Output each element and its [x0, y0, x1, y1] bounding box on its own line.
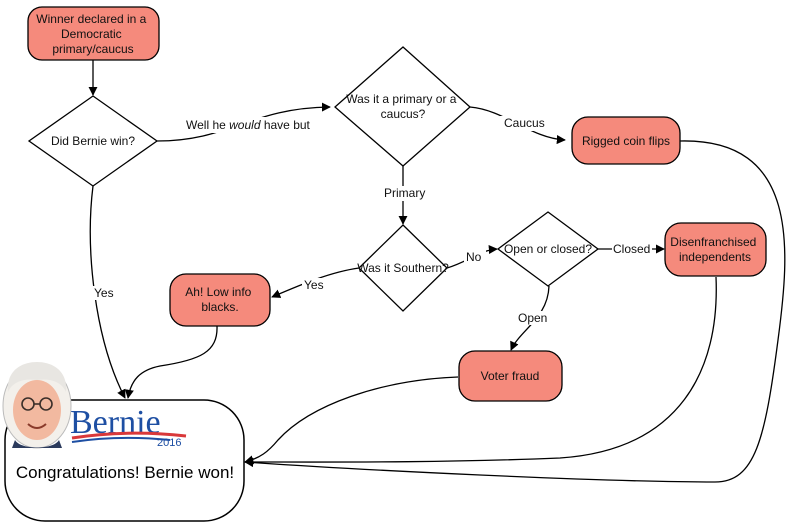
decision-was-it-southern: Was it Southern? — [357, 224, 449, 312]
edge-label-primary: Primary — [384, 186, 425, 200]
decision-primary-or-caucus-line-1: Was it a primary or a — [346, 92, 457, 106]
decision-open-or-closed-label: Open or closed? — [504, 242, 592, 256]
decision-was-it-southern-label: Was it Southern? — [357, 261, 449, 275]
edge-low-info-to-final — [124, 325, 218, 399]
bernie-portrait-icon — [2, 362, 72, 449]
decision-did-bernie-win-label: Did Bernie win? — [51, 134, 135, 148]
edge-voter-fraud-to-final — [244, 376, 459, 465]
svg-text:Ah! Low info blacks.: Ah! Low info blacks. — [185, 285, 254, 314]
node-voter-fraud-label: Voter fraud — [481, 369, 540, 383]
node-start-line-3: primary/caucus — [52, 42, 133, 56]
node-low-info-line-2: blacks. — [201, 300, 238, 314]
edge-label-well-he-would: Well he would have but — [186, 118, 311, 132]
node-start-line-1: Winner declared in a — [36, 12, 146, 26]
node-rigged-coin-flips-label: Rigged coin flips — [582, 134, 670, 148]
node-low-info-line-1: Ah! Low info — [185, 285, 251, 299]
logo-year: 2016 — [157, 437, 181, 449]
edge-label-caucus: Caucus — [504, 116, 545, 130]
edge-label-yes-win: Yes — [94, 286, 114, 300]
node-disenfranchised-line-1: Disenfranchised — [670, 235, 756, 249]
svg-text:Was it a primary or a ca: Was it a primary or a caucus? — [346, 92, 460, 121]
node-voter-fraud: Voter fraud — [458, 350, 563, 402]
node-rigged-coin-flips: Rigged coin flips — [571, 116, 681, 165]
svg-text:Winner declared in a Dem: Winner declared in a Democratic primary/… — [36, 12, 149, 56]
node-start: Winner declared in a Democratic primary/… — [27, 6, 160, 61]
decision-did-bernie-win: Did Bernie win? — [27, 95, 159, 187]
bernie-2016-logo: Bernie 2016 — [70, 404, 187, 449]
node-disenfranchised-line-2: independents — [679, 250, 751, 264]
edge-label-no: No — [466, 250, 482, 264]
node-start-line-2: Democratic — [61, 27, 122, 41]
edge-disenfranchised-to-final — [244, 276, 717, 467]
edge-rigged-to-final — [244, 140, 786, 483]
logo-wave-blue — [71, 436, 171, 443]
edge-label-open: Open — [518, 311, 547, 325]
edge-label-closed: Closed — [613, 242, 650, 256]
node-final-label: Congratulations! Bernie won! — [16, 463, 234, 482]
logo-wave-red — [71, 431, 187, 440]
decision-primary-or-caucus-line-2: caucus? — [381, 107, 426, 121]
decision-primary-or-caucus: Was it a primary or a caucus? — [334, 46, 471, 167]
edge-label-yes-southern: Yes — [304, 278, 324, 292]
svg-text:Disenfranchised independ: Disenfranchised independents — [670, 235, 759, 264]
node-disenfranchised-independents: Disenfranchised independents — [664, 222, 767, 277]
node-low-info: Ah! Low info blacks. — [169, 273, 271, 327]
decision-open-or-closed: Open or closed? — [496, 211, 600, 287]
edge-labels: Well he would have but Caucus Primary No… — [92, 116, 652, 325]
